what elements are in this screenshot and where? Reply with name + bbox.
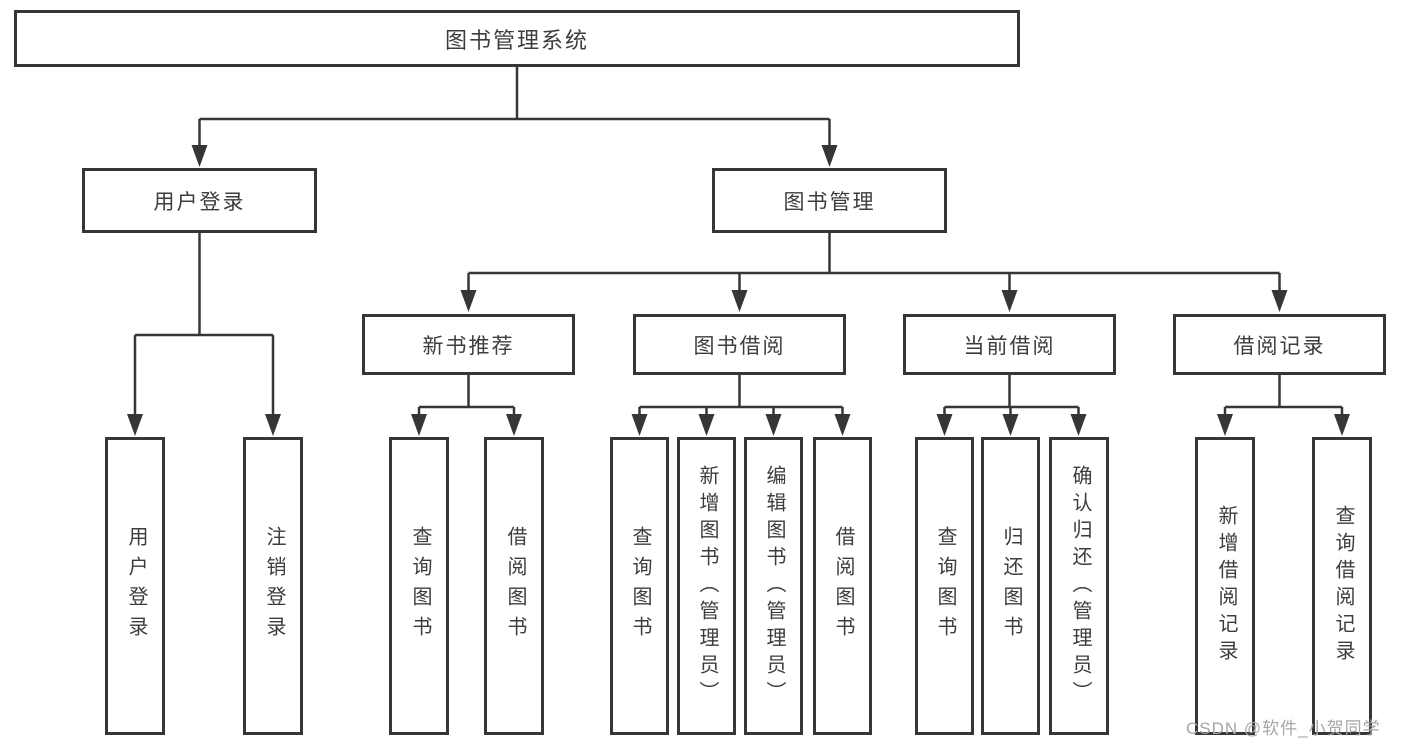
node-borrow-records: 借阅记录: [1173, 314, 1386, 375]
leaf-borrow-books: 借阅图书: [484, 437, 544, 735]
leaf-add-borrow-record: 新增借阅记录: [1195, 437, 1255, 735]
leaf-borrow-books: 借阅图书: [813, 437, 872, 735]
arrowhead: [1217, 414, 1233, 436]
arrowhead: [506, 414, 522, 436]
leaf-query-books: 查询图书: [610, 437, 669, 735]
leaf-confirm-return-admin: 确认归还（管理员）: [1049, 437, 1109, 735]
arrowhead: [265, 414, 281, 436]
arrowhead: [460, 290, 477, 312]
node-book-management: 图书管理: [712, 168, 947, 233]
arrowhead: [631, 414, 648, 436]
arrowhead: [821, 145, 838, 167]
leaf-query-books: 查询图书: [389, 437, 449, 735]
node-library-system: 图书管理系统: [14, 10, 1020, 67]
arrowhead: [1001, 290, 1018, 312]
arrowhead: [1271, 290, 1288, 312]
node-new-book-recommend: 新书推荐: [362, 314, 575, 375]
leaf-user-login: 用户登录: [105, 437, 165, 735]
leaf-query-borrow-record: 查询借阅记录: [1312, 437, 1372, 735]
node-user-login: 用户登录: [82, 168, 317, 233]
arrowhead: [765, 414, 782, 436]
arrowhead: [191, 145, 208, 167]
arrowhead: [834, 414, 851, 436]
leaf-return-books: 归还图书: [981, 437, 1040, 735]
node-book-borrow: 图书借阅: [633, 314, 846, 375]
leaf-add-books-admin: 新增图书（管理员）: [677, 437, 736, 735]
arrowhead: [411, 414, 427, 436]
arrowhead: [698, 414, 715, 436]
leaf-edit-books-admin: 编辑图书（管理员）: [744, 437, 803, 735]
csdn-watermark: CSDN @软件_小贺同学: [1186, 719, 1381, 738]
arrowhead: [936, 414, 953, 436]
arrowhead: [1334, 414, 1350, 436]
leaf-logout: 注销登录: [243, 437, 303, 735]
arrowhead: [1070, 414, 1087, 436]
node-current-borrow: 当前借阅: [903, 314, 1116, 375]
leaf-query-books: 查询图书: [915, 437, 974, 735]
arrowhead: [127, 414, 143, 436]
arrowhead: [1002, 414, 1019, 436]
arrowhead: [731, 290, 748, 312]
